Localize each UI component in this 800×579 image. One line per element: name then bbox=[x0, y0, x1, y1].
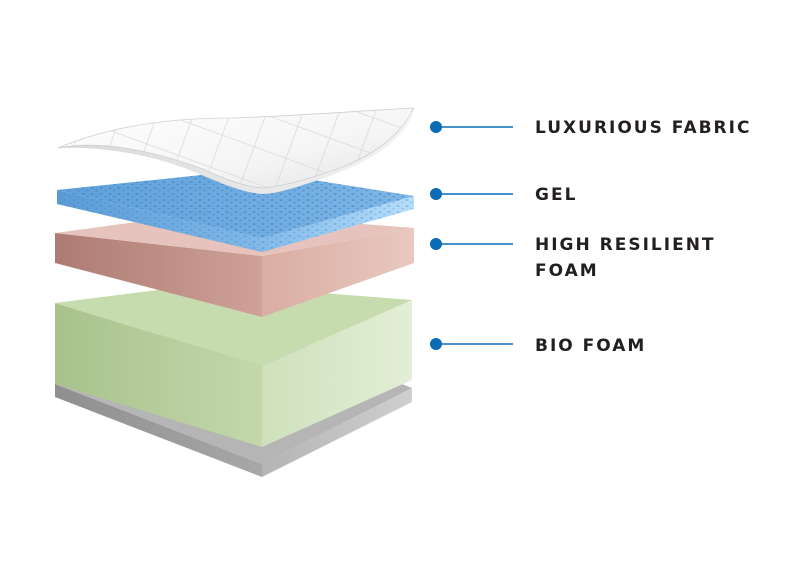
fabric-quilting bbox=[58, 108, 414, 188]
label-line-2: FOAM bbox=[535, 261, 599, 281]
callout-fabric bbox=[430, 121, 513, 133]
callout-bio-foam bbox=[430, 338, 513, 350]
hr-foam-front bbox=[55, 233, 262, 317]
gel-texture bbox=[57, 170, 414, 238]
hr-foam-side bbox=[262, 228, 414, 317]
callout-dot bbox=[430, 121, 442, 133]
callout-dot bbox=[430, 338, 442, 350]
bio-foam-side bbox=[262, 300, 412, 447]
label-gel: GEL bbox=[535, 185, 578, 205]
callout-dot bbox=[430, 238, 442, 250]
callout-hr-foam bbox=[430, 238, 513, 250]
base-layer-side bbox=[262, 388, 412, 477]
label-line-1: HIGH RESILIENT bbox=[535, 235, 716, 255]
fabric-layer bbox=[57, 107, 415, 194]
bio-foam-layer bbox=[55, 284, 412, 447]
gel-side-texture bbox=[57, 190, 414, 252]
label-high-resilient-foam: HIGH RESILIENT FOAM bbox=[535, 232, 716, 284]
gel-layer bbox=[57, 170, 414, 252]
label-luxurious-fabric: LUXURIOUS FABRIC bbox=[535, 118, 752, 138]
callout-dot bbox=[430, 188, 442, 200]
label-bio-foam: BIO FOAM bbox=[535, 336, 647, 356]
bio-foam-top bbox=[55, 284, 412, 366]
base-layer-front bbox=[55, 384, 262, 477]
bio-foam-front bbox=[55, 303, 262, 447]
callout-gel bbox=[430, 188, 513, 200]
